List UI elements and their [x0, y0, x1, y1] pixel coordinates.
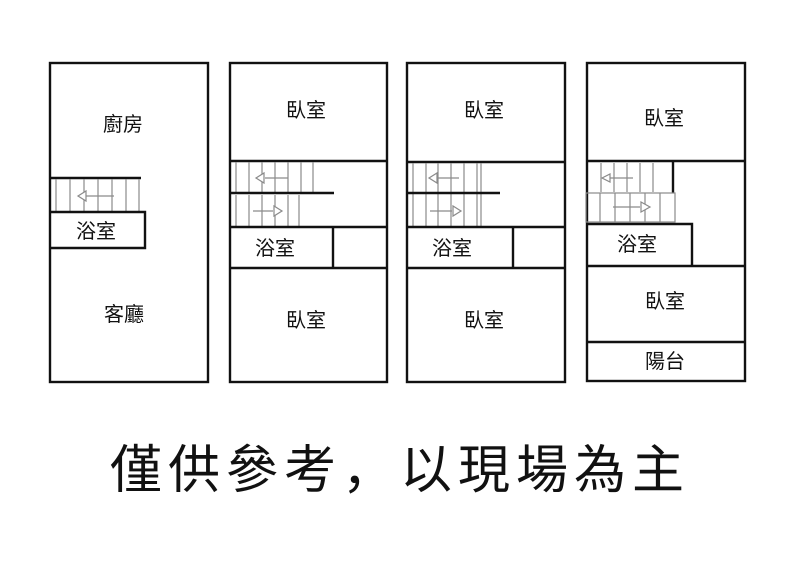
- room-label-bathroom: 浴室: [255, 236, 295, 260]
- floor-4-bathroom-walls: [588, 222, 694, 266]
- room-label-bedroom: 臥室: [286, 98, 326, 122]
- floor-plan-3: 臥室 浴室 臥室: [405, 61, 567, 384]
- disclaimer-text: 僅供參考，以現場為主: [109, 441, 690, 501]
- floor-3-outline: [405, 61, 567, 384]
- floor-plan-4: 臥室 浴室 臥室 陽台: [585, 61, 747, 383]
- room-label-balcony: 陽台: [645, 349, 685, 373]
- arrow-left-icon: [254, 171, 265, 185]
- room-label-living-room: 客廳: [104, 302, 144, 326]
- floor-1-bathroom-walls: [51, 210, 147, 250]
- staircase-icon: [231, 162, 334, 226]
- staircase-icon: [408, 163, 500, 226]
- room-label-bathroom: 浴室: [432, 236, 472, 260]
- room-label-bedroom: 臥室: [286, 308, 326, 332]
- arrow-right-icon: [273, 204, 284, 218]
- room-label-bedroom: 臥室: [645, 289, 685, 313]
- room-label-kitchen: 廚房: [103, 112, 143, 136]
- arrow-left-icon: [76, 189, 87, 203]
- room-label-bathroom: 浴室: [617, 232, 657, 256]
- arrow-right-icon: [452, 204, 463, 218]
- arrow-right-icon: [640, 200, 652, 214]
- room-label-bedroom: 臥室: [644, 106, 684, 130]
- floor-plan-2: 臥室 浴室 臥室: [228, 61, 389, 384]
- room-label-bedroom: 臥室: [464, 308, 504, 332]
- arrow-left-icon: [427, 171, 438, 185]
- floor-plan-1: 廚房 浴室 客廳: [48, 61, 210, 384]
- floor-1-outline: [48, 61, 210, 384]
- floor-2-outline: [228, 61, 389, 384]
- staircase-icon: [51, 176, 141, 211]
- room-label-bedroom: 臥室: [464, 98, 504, 122]
- arrow-left-icon: [600, 173, 611, 183]
- staircase-icon: [585, 161, 676, 223]
- room-label-bathroom: 浴室: [76, 219, 116, 243]
